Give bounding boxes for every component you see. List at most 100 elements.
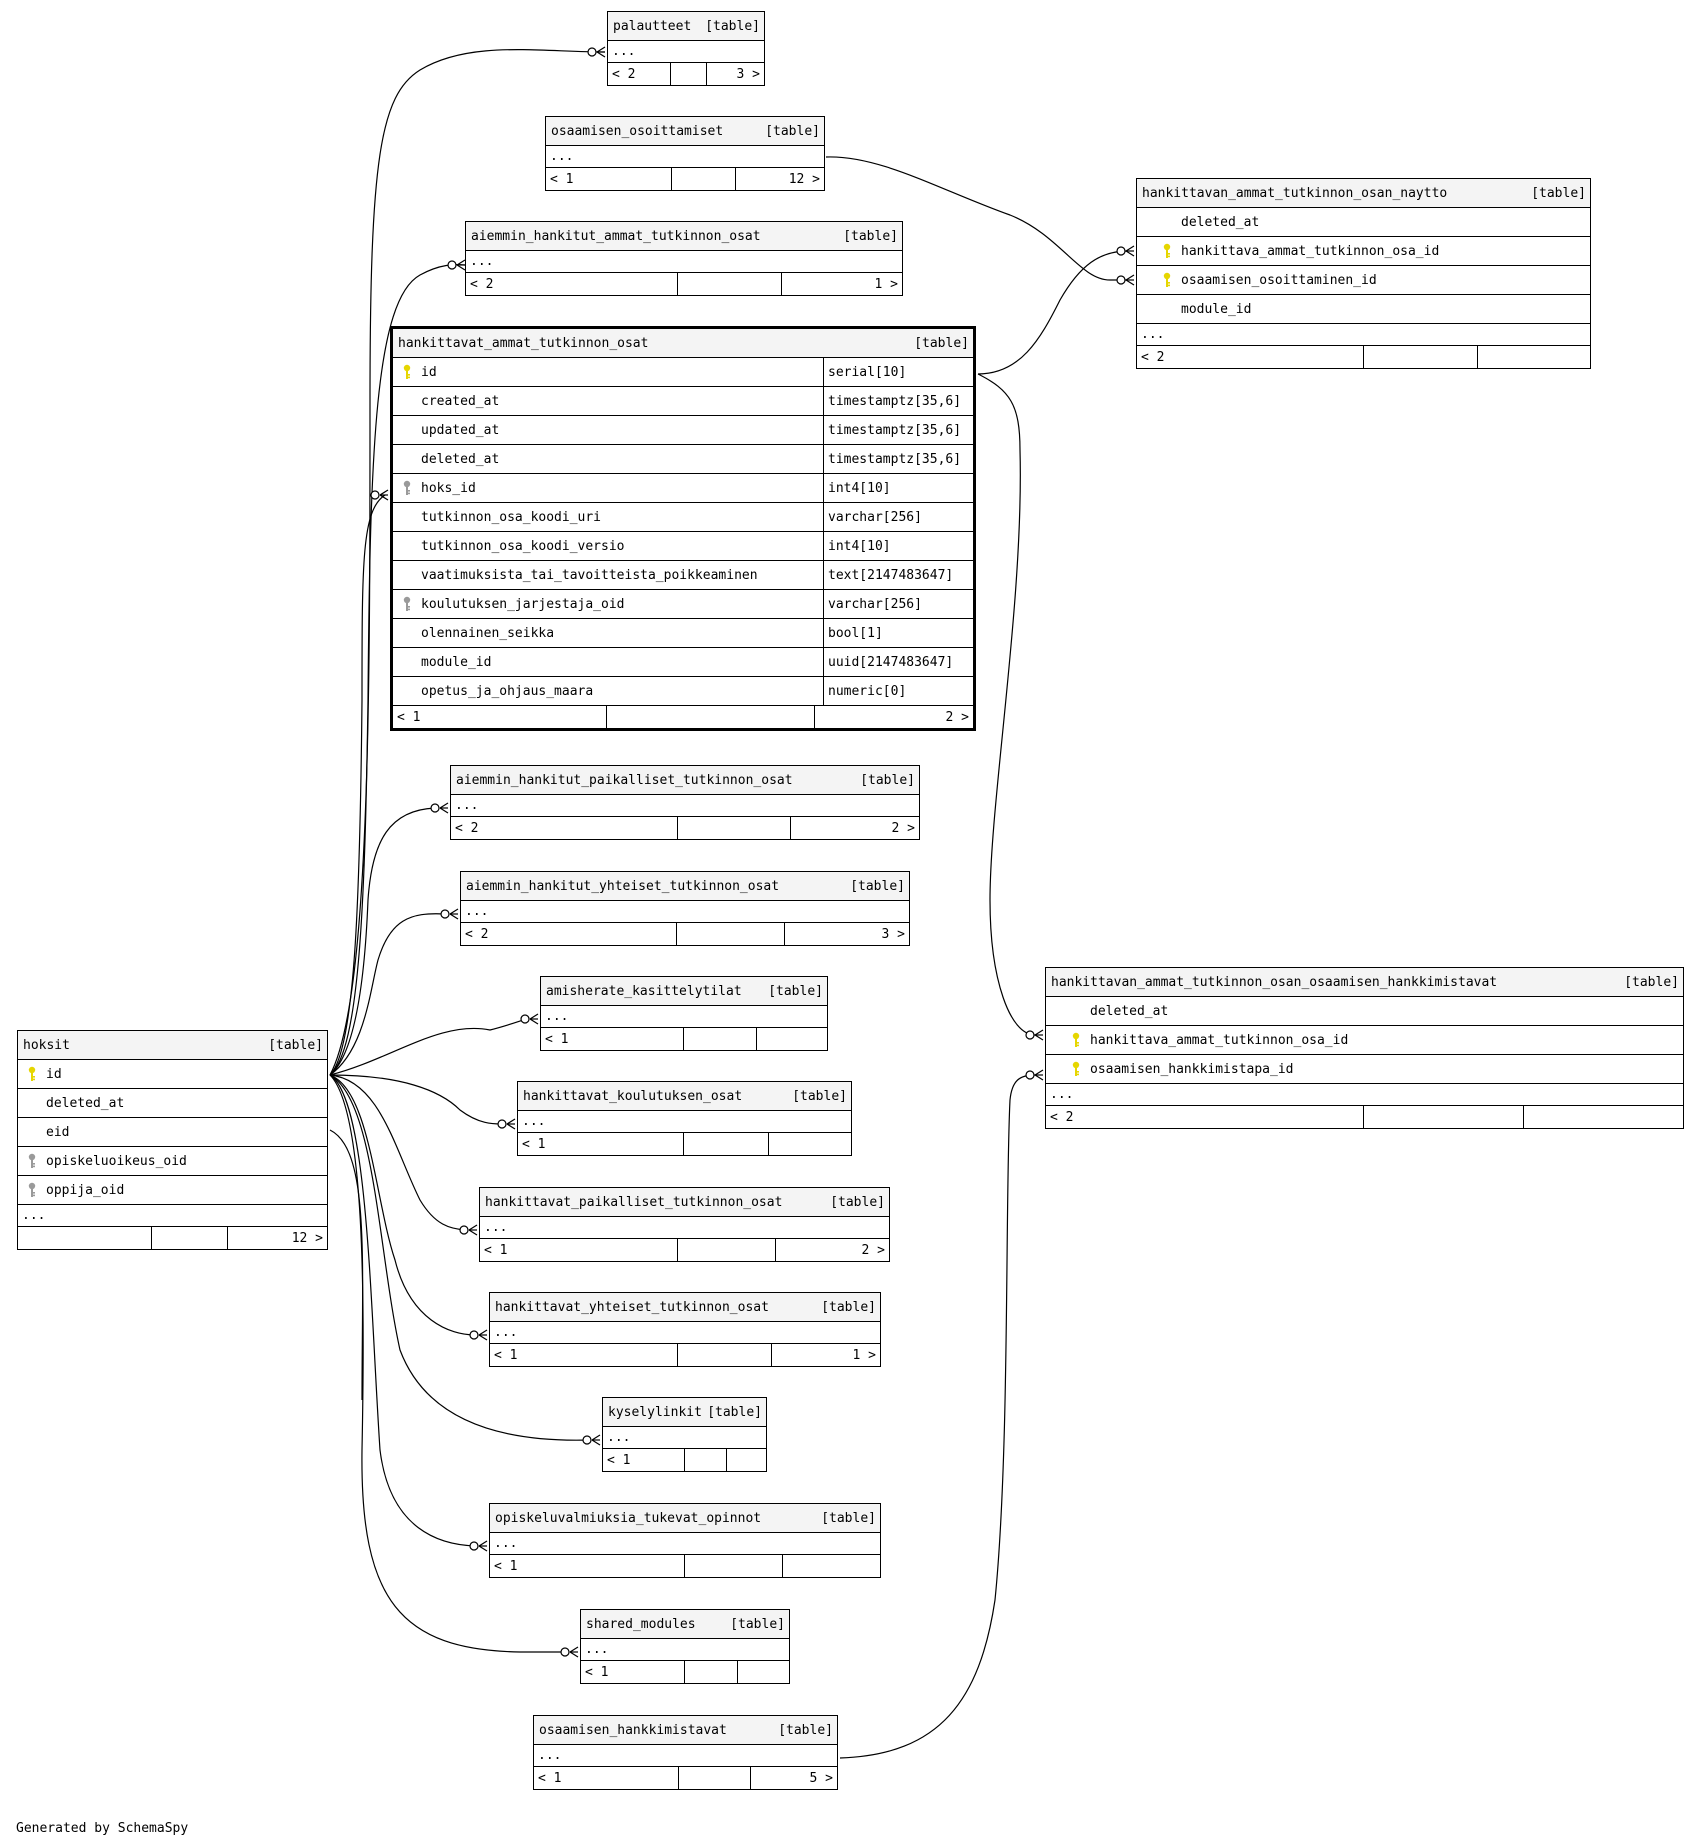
table-shared-modules[interactable]: shared_modules [table] ... < 1 xyxy=(580,1609,790,1684)
link-hoksit-shared-modules xyxy=(329,1074,565,1653)
column-row: hankittava_ammat_tutkinnon_osa_id xyxy=(1137,237,1590,266)
footer-parents: < 1 xyxy=(484,1242,508,1258)
table-name: aiemmin_hankitut_yhteiset_tutkinnon_osat xyxy=(466,878,780,894)
table-osaamisen-osoittamiset[interactable]: osaamisen_osoittamiset [table] ... < 1 1… xyxy=(545,116,825,191)
table-aiemmin-hankitut-ammat-tutkinnon-osat[interactable]: aiemmin_hankitut_ammat_tutkinnon_osat [t… xyxy=(465,221,903,296)
primary-key-icon xyxy=(397,364,417,380)
table-footer: < 2 1 > xyxy=(466,273,902,295)
column-row: deleted_at xyxy=(1137,208,1590,237)
table-footer: 12 > xyxy=(18,1227,327,1249)
table-amisherate-kasittelytilat[interactable]: amisherate_kasittelytilat [table] ... < … xyxy=(540,976,828,1051)
table-aiemmin-hankitut-yhteiset-tutkinnon-osat[interactable]: aiemmin_hankitut_yhteiset_tutkinnon_osat… xyxy=(460,871,910,946)
table-hankittavan-ammat-tutkinnon-osan-naytto[interactable]: hankittavan_ammat_tutkinnon_osan_naytto … xyxy=(1136,178,1591,369)
footer-children: 12 > xyxy=(735,168,824,190)
column-name: id xyxy=(46,1066,62,1082)
table-name: hankittavat_ammat_tutkinnon_osat xyxy=(398,335,649,351)
column-row: opetus_ja_ohjaus_maara numeric[0] xyxy=(393,677,973,706)
footer-children xyxy=(737,1661,789,1683)
footer-columns xyxy=(683,1028,756,1050)
table-footer: < 2 3 > xyxy=(461,923,909,945)
column-type: uuid[2147483647] xyxy=(823,648,973,676)
table-header: hankittavan_ammat_tutkinnon_osan_naytto … xyxy=(1137,179,1590,208)
table-hankittavat-yhteiset-tutkinnon-osat[interactable]: hankittavat_yhteiset_tutkinnon_osat [tab… xyxy=(489,1292,881,1367)
table-name: aiemmin_hankitut_ammat_tutkinnon_osat xyxy=(471,228,761,244)
column-cell: opetus_ja_ohjaus_maara xyxy=(393,684,823,699)
column-type: text[2147483647] xyxy=(823,561,973,589)
table-osaamisen-hankkimistavat[interactable]: osaamisen_hankkimistavat [table] ... < 1… xyxy=(533,1715,838,1790)
column-row: eid xyxy=(18,1118,327,1147)
column-name: olennainen_seikka xyxy=(421,625,555,641)
column-name: koulutuksen_jarjestaja_oid xyxy=(421,596,625,612)
table-header: osaamisen_osoittamiset [table] xyxy=(546,117,824,146)
zero-or-many-marker xyxy=(440,908,459,920)
table-header: aiemmin_hankitut_yhteiset_tutkinnon_osat… xyxy=(461,872,909,901)
foreign-key-icon xyxy=(22,1182,42,1198)
column-type: int4[10] xyxy=(823,474,973,502)
zero-or-many-marker xyxy=(459,1224,478,1236)
table-name: aiemmin_hankitut_paikalliset_tutkinnon_o… xyxy=(456,772,793,788)
ellipsis-row: ... xyxy=(461,901,909,923)
column-cell: deleted_at xyxy=(1137,215,1590,230)
table-name: palautteet xyxy=(613,18,692,34)
column-name: opetus_ja_ohjaus_maara xyxy=(421,683,594,699)
zero-or-many-marker xyxy=(447,259,466,271)
table-footer: < 1 2 > xyxy=(393,706,973,728)
footer-children: 2 > xyxy=(814,706,973,728)
column-name: deleted_at xyxy=(46,1095,125,1111)
table-kyselylinkit[interactable]: kyselylinkit [table] ... < 1 xyxy=(602,1397,767,1472)
table-hankittavat-koulutuksen-osat[interactable]: hankittavat_koulutuksen_osat [table] ...… xyxy=(517,1081,852,1156)
link-hoksit-koulutuksen xyxy=(329,1074,505,1125)
table-opiskeluvalmiuksia-tukevat-opinnot[interactable]: opiskeluvalmiuksia_tukevat_opinnot [tabl… xyxy=(489,1503,881,1578)
ellipsis-row: ... xyxy=(603,1427,766,1449)
ellipsis-row: ... xyxy=(18,1205,327,1227)
zero-or-many-marker xyxy=(587,46,606,58)
ellipsis-row: ... xyxy=(546,146,824,168)
column-type: timestamptz[35,6] xyxy=(823,387,973,415)
column-cell: opiskeluoikeus_oid xyxy=(18,1153,327,1169)
column-row: deleted_at xyxy=(18,1089,327,1118)
zero-or-many-marker xyxy=(582,1434,601,1446)
table-kind: [table] xyxy=(792,1088,847,1104)
primary-key-icon xyxy=(1157,272,1177,288)
table-name: osaamisen_hankkimistavat xyxy=(539,1722,727,1738)
table-aiemmin-hankitut-paikalliset-tutkinnon-osat[interactable]: aiemmin_hankitut_paikalliset_tutkinnon_o… xyxy=(450,765,920,840)
link-hankkimistavat-source xyxy=(839,1074,1036,1759)
table-header: hankittavat_paikalliset_tutkinnon_osat [… xyxy=(480,1188,889,1217)
table-kind: [table] xyxy=(914,335,969,351)
column-name: hankittava_ammat_tutkinnon_osa_id xyxy=(1181,243,1440,259)
column-cell: vaatimuksista_tai_tavoitteista_poikkeami… xyxy=(393,568,823,583)
column-cell: deleted_at xyxy=(1046,1004,1683,1019)
table-header: hankittavan_ammat_tutkinnon_osan_osaamis… xyxy=(1046,968,1683,997)
column-cell: updated_at xyxy=(393,423,823,438)
link-hoksit-yhteiset xyxy=(329,1074,476,1336)
table-hankittavat-paikalliset-tutkinnon-osat[interactable]: hankittavat_paikalliset_tutkinnon_osat [… xyxy=(479,1187,890,1262)
zero-or-many-marker xyxy=(469,1540,488,1552)
footer-parents: < 1 xyxy=(494,1347,518,1363)
column-cell: eid xyxy=(18,1125,327,1140)
table-name: hankittavat_koulutuksen_osat xyxy=(523,1088,743,1104)
table-kind: [table] xyxy=(768,983,823,999)
table-name: amisherate_kasittelytilat xyxy=(546,983,742,999)
table-palautteet[interactable]: palautteet [table] ... < 2 3 > xyxy=(607,11,765,86)
table-name: hankittavat_paikalliset_tutkinnon_osat xyxy=(485,1194,783,1210)
zero-or-many-marker xyxy=(430,802,449,814)
ellipsis-row: ... xyxy=(518,1111,851,1133)
table-footer: < 2 xyxy=(1137,346,1590,368)
generated-by-label: Generated by SchemaSpy xyxy=(16,1821,189,1836)
zero-or-many-marker xyxy=(1025,1029,1044,1041)
primary-key-icon xyxy=(1066,1032,1086,1048)
footer-children xyxy=(756,1028,827,1050)
footer-children: 12 > xyxy=(227,1227,327,1249)
column-row: opiskeluoikeus_oid xyxy=(18,1147,327,1176)
column-type: numeric[0] xyxy=(823,677,973,705)
column-name: vaatimuksista_tai_tavoitteista_poikkeami… xyxy=(421,567,758,583)
table-footer: < 1 xyxy=(518,1133,851,1155)
column-type: timestamptz[35,6] xyxy=(823,445,973,473)
footer-children xyxy=(768,1133,851,1155)
table-hankittavat-ammat-tutkinnon-osat[interactable]: hankittavat_ammat_tutkinnon_osat [table]… xyxy=(390,326,976,731)
table-header: hoksit [table] xyxy=(18,1031,327,1060)
table-hankittavan-ammat-tutkinnon-osan-osaamisen-hankkimistavat[interactable]: hankittavan_ammat_tutkinnon_osan_osaamis… xyxy=(1045,967,1684,1129)
column-name: created_at xyxy=(421,393,500,409)
zero-or-many-marker xyxy=(520,1013,539,1025)
